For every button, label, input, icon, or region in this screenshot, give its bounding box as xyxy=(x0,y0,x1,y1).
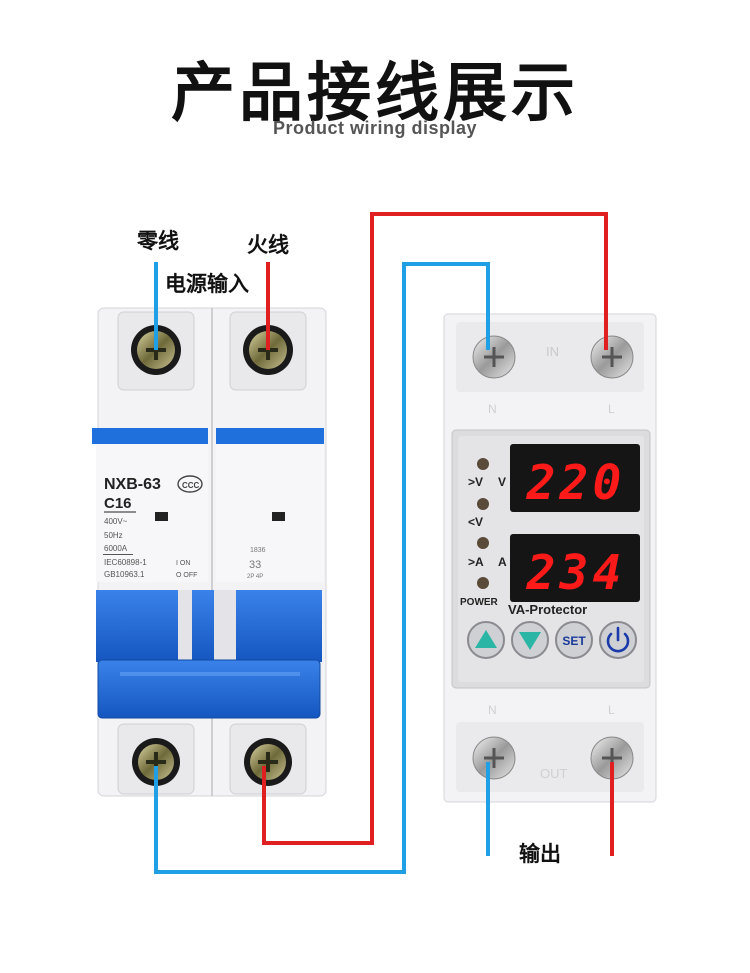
protector-n-bottom: N xyxy=(488,703,497,717)
ind-over-a: >A xyxy=(468,555,484,569)
protector-l-top: L xyxy=(608,402,615,416)
arrow-down-icon xyxy=(519,632,541,650)
down-button[interactable] xyxy=(511,621,549,659)
label-live: 火线 xyxy=(247,233,289,257)
va-protector: IN N L N L OUT 220 234 >V <V >A POWER V xyxy=(443,313,657,803)
protector-n-top: N xyxy=(488,402,497,416)
unit-v: V xyxy=(498,475,506,489)
led-over-voltage xyxy=(477,458,489,470)
breaker-voltage: 400V~ xyxy=(104,517,128,526)
breaker-on-label: I ON xyxy=(176,560,190,567)
breaker-off-label: O OFF xyxy=(176,572,197,579)
breaker-frequency: 50Hz xyxy=(104,531,123,540)
breaker-model: NXB-63 xyxy=(104,476,161,493)
ind-under-v: <V xyxy=(468,515,483,529)
voltage-display xyxy=(510,444,640,512)
voltage-reading: 220 xyxy=(526,455,626,511)
breaker-std1: IEC60898-1 xyxy=(104,558,147,567)
protector-out-label: OUT xyxy=(540,766,568,781)
set-button[interactable]: SET xyxy=(555,621,593,659)
protector-brand: VA-Protector xyxy=(508,602,587,617)
up-button[interactable] xyxy=(467,621,505,659)
breaker-mark2: 33 xyxy=(249,559,261,571)
breaker-capacity: 6000A xyxy=(104,544,128,553)
current-reading: 234 xyxy=(526,545,626,601)
set-button-label: SET xyxy=(562,634,586,648)
page-subtitle: Product wiring display xyxy=(272,118,478,138)
breaker-std2: GB10963.1 xyxy=(104,570,145,579)
led-power xyxy=(477,577,489,589)
label-output: 输出 xyxy=(519,842,561,866)
label-neutral: 零线 xyxy=(137,229,179,253)
wire-live-to-protector xyxy=(262,212,608,845)
breaker-rating: C16 xyxy=(104,495,132,512)
circuit-breaker: NXB-63 CCC C16 400V~ 50Hz 6000A IEC60898… xyxy=(92,307,327,797)
ind-power: POWER xyxy=(460,597,499,608)
breaker-poles: 2P 4P xyxy=(247,574,263,580)
protector-l-bottom: L xyxy=(608,703,615,717)
ccc-icon xyxy=(177,475,203,493)
breaker-mark: 1836 xyxy=(250,547,266,554)
breaker-toggle-handle[interactable] xyxy=(97,659,321,719)
led-under-voltage xyxy=(477,498,489,510)
unit-a: A xyxy=(498,555,507,569)
arrow-up-icon xyxy=(475,630,497,648)
protector-in-label: IN xyxy=(546,344,559,359)
power-icon xyxy=(606,626,630,653)
power-button[interactable] xyxy=(599,621,637,659)
led-over-current xyxy=(477,537,489,549)
wire-neutral-to-protector xyxy=(154,262,490,874)
label-power-input: 电源输入 xyxy=(165,272,249,296)
page-title: 产品接线展示 xyxy=(171,57,579,131)
current-display xyxy=(510,534,640,602)
svg-text:CCC: CCC xyxy=(182,481,200,490)
ind-over-v: >V xyxy=(468,475,483,489)
